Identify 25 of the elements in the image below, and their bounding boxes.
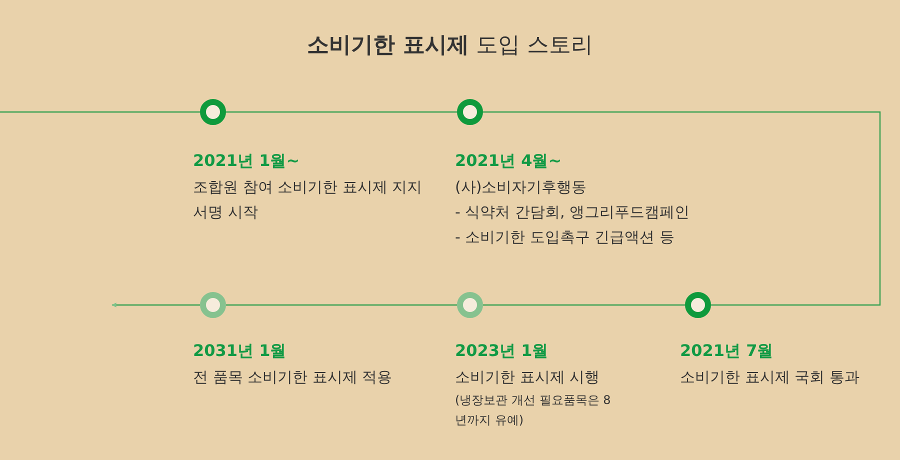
arrow [112, 302, 200, 308]
event-text: - 소비기한 도입촉구 긴급액션 등 [455, 227, 676, 248]
date-label: 2021년 4월~ [455, 150, 563, 172]
event-text: (사)소비자기후행동 [455, 177, 588, 198]
event-text: 조합원 참여 소비기한 표시제 지지서명 시작 [193, 177, 424, 223]
date-label: 2031년 1월 [193, 340, 288, 362]
timeline-line [483, 111, 881, 306]
event-text: - 식약처 간담회, 앵그리푸드캠페인 [455, 202, 690, 223]
event-text: 소비기한 표시제 시행 [455, 367, 601, 388]
timeline-circle [457, 99, 483, 125]
timeline-circle [200, 99, 226, 125]
note-text: (냉장보관 개선 필요품목은 8년까지 유예) [455, 392, 612, 429]
timeline-line [483, 304, 685, 306]
timeline-line [226, 111, 457, 113]
date-label: 2023년 1월 [455, 340, 550, 362]
date-label: 2021년 7월 [680, 340, 774, 362]
timeline-line [226, 304, 457, 306]
timeline-circle [457, 292, 483, 318]
date-label: 2021년 1월~ [193, 150, 301, 172]
timeline-circle [685, 292, 711, 318]
event-text: 전 품목 소비기한 표시제 적용 [193, 367, 394, 388]
timeline-circle [200, 292, 226, 318]
timeline-line [0, 111, 200, 113]
title: 소비기한 표시제 도입 스토리 [306, 32, 594, 60]
event-text: 소비기한 표시제 국회 통과 [680, 367, 860, 388]
